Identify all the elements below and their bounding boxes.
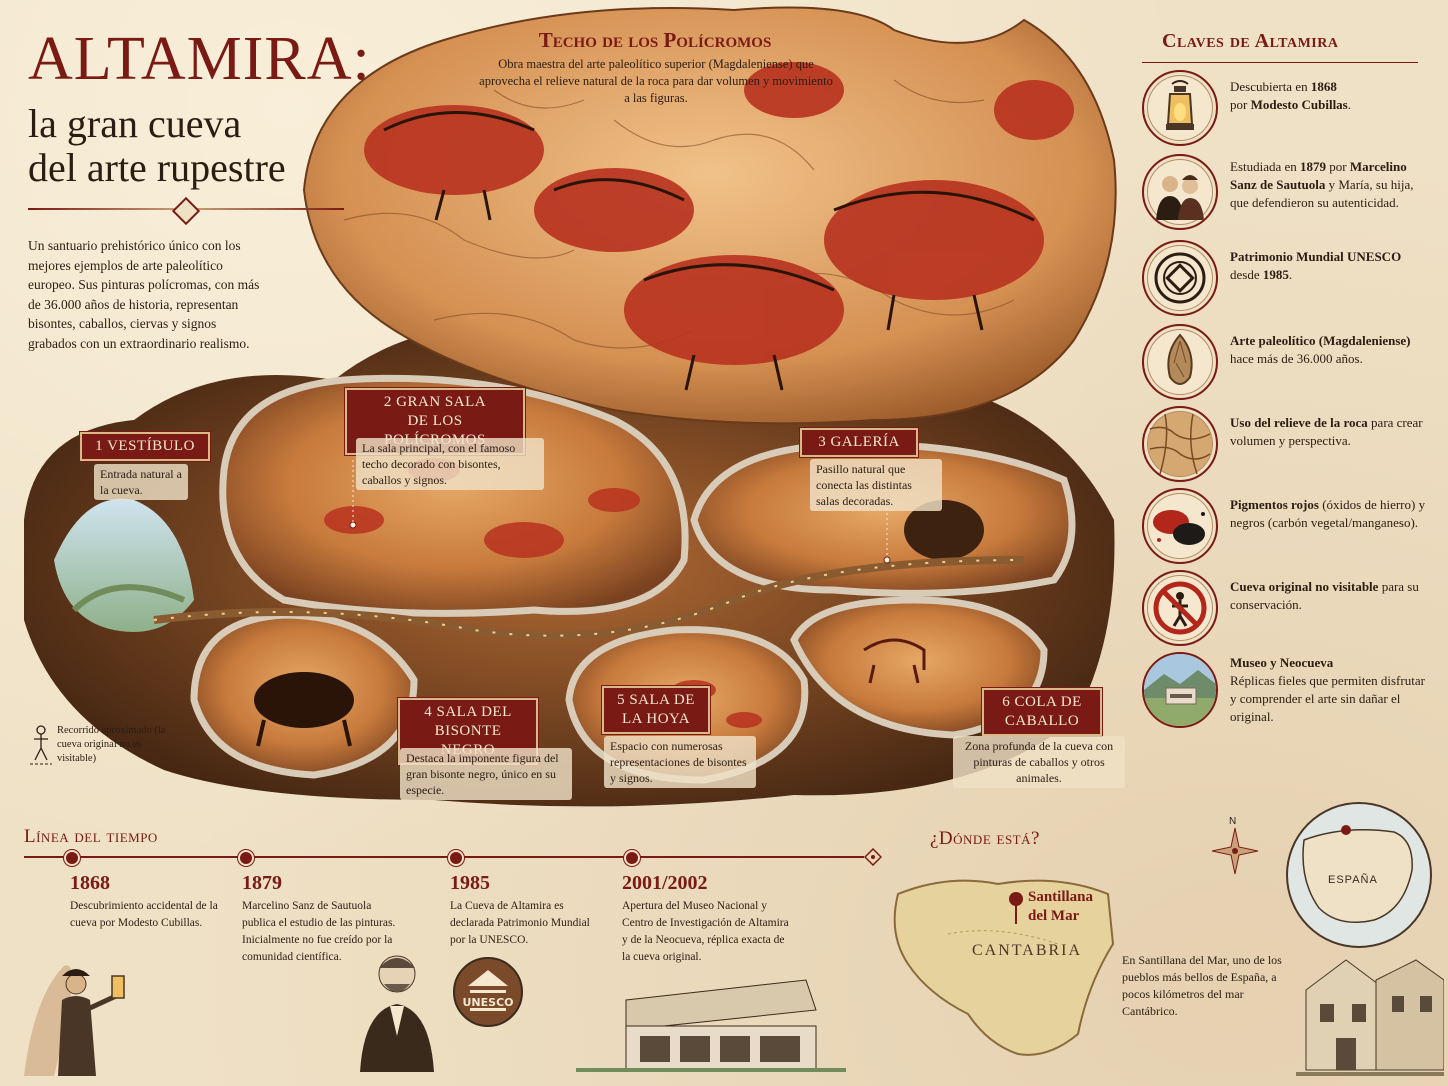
timeline-dot: [64, 850, 80, 866]
clave-item: Patrimonio Mundial UNESCO desde 1985.: [1142, 238, 1432, 316]
stone-tool-icon: [1142, 324, 1218, 400]
room-tag-cola-caballo: 6 COLA DE CABALLO: [981, 687, 1103, 737]
compass-rose-icon: [1211, 827, 1259, 875]
cantabria-map: [893, 879, 1115, 1056]
timeline-end-ornament-icon: [864, 848, 882, 866]
clave-item: Cueva original no visitable para su cons…: [1142, 568, 1432, 646]
timeline-title: Línea del tiempo: [24, 826, 158, 847]
clave-text: Pigmentos rojos (óxidos de hierro) y neg…: [1230, 497, 1426, 530]
portrait-icon: [1142, 154, 1218, 230]
clave-text: Arte paleolítico (Magdaleniense) hace má…: [1230, 333, 1411, 366]
place-label: Santillana del Mar: [1028, 888, 1093, 926]
claves-divider: [1142, 62, 1418, 63]
clave-text: Descubierta en 1868 por Modesto Cubillas…: [1230, 79, 1351, 112]
room-tag-la-hoya: 5 SALA DE LA HOYA: [601, 685, 711, 735]
room-desc-gran-sala: La sala principal, con el famoso techo d…: [356, 438, 544, 490]
clave-text: Estudiada en 1879 por Marcelino Sanz de …: [1230, 159, 1414, 210]
pigments-icon: [1142, 488, 1218, 564]
room-tag-label: 4 SALA DEL: [424, 704, 512, 720]
place-label-line: del Mar: [1028, 908, 1080, 924]
location-title: ¿Dónde está?: [930, 828, 1040, 849]
page-title: ALTAMIRA:: [28, 25, 371, 93]
subtitle-line-2: del arte rupestre: [28, 145, 286, 190]
ceiling-description: Obra maestra del arte paleolítico superi…: [479, 57, 833, 105]
north-label: N: [1229, 816, 1237, 827]
clave-text: Cueva original no visitable para su cons…: [1230, 579, 1419, 612]
route-legend-text: Recorrido aproximado (la cueva original …: [57, 725, 166, 764]
clave-item: Estudiada en 1879 por Marcelino Sanz de …: [1142, 152, 1432, 230]
clave-item: Uso del relieve de la roca para crear vo…: [1142, 404, 1432, 482]
walking-person-icon: [30, 725, 52, 765]
timeline-text: Marcelino Sanz de Sautuola publica el es…: [242, 900, 396, 963]
room-desc-cola-caballo: Zona profunda de la cueva con pinturas d…: [953, 736, 1125, 788]
claves-title: Claves de Altamira: [1162, 30, 1339, 52]
route-legend: Recorrido aproximado (la cueva original …: [30, 724, 165, 771]
region-label: CANTABRIA: [972, 942, 1083, 959]
ceiling-rock: [302, 6, 1117, 425]
room-desc-galeria: Pasillo natural que conecta las distinta…: [810, 459, 942, 511]
museum-building-illustration: [576, 979, 846, 1072]
intro-paragraph: Un santuario prehistórico único con los …: [28, 238, 260, 351]
room-tag-label: 3 GALERÍA: [818, 434, 900, 450]
room-tag-vestibulo: 1 VESTÍBULO: [79, 431, 211, 462]
clave-item: Museo y Neocueva Réplicas fieles que per…: [1142, 650, 1432, 736]
chamber-cola-caballo: [790, 596, 1048, 739]
no-entry-icon: [1142, 570, 1218, 646]
timeline-year: 2001/2002: [622, 872, 708, 894]
timeline-text: La Cueva de Altamira es declarada Patrim…: [450, 900, 590, 946]
timeline-year: 1868: [70, 872, 110, 894]
timeline-axis: [24, 856, 864, 858]
location-description: En Santillana del Mar, uno de los pueblo…: [1122, 953, 1282, 1018]
subtitle-line-1: la gran cueva: [28, 101, 242, 146]
room-tag-label: 6 COLA DE: [1002, 694, 1082, 710]
clave-item: Descubierta en 1868 por Modesto Cubillas…: [1142, 68, 1432, 146]
place-label-line: Santillana: [1028, 889, 1094, 905]
unesco-seal-label: UNESCO: [463, 996, 514, 1009]
room-tag-label: 1 VESTÍBULO: [95, 438, 195, 454]
rock-relief-icon: [1142, 406, 1218, 482]
timeline-dot: [624, 850, 640, 866]
sautuola-portrait: [360, 955, 434, 1072]
room-desc-bisonte-negro: Destaca la imponente figura del gran bis…: [400, 748, 572, 800]
unesco-emblem-icon: [1142, 240, 1218, 316]
timeline-year: 1985: [450, 872, 490, 894]
clave-text: Uso del relieve de la roca para crear vo…: [1230, 415, 1423, 448]
clave-text: Patrimonio Mundial UNESCO desde 1985.: [1230, 249, 1402, 282]
timeline-text: Descubrimiento accidental de la cueva po…: [70, 900, 218, 929]
chamber-gran-sala: [219, 374, 689, 617]
spain-locator-map: [1286, 802, 1432, 948]
ceiling-title: Techo de los Polícromos: [538, 28, 772, 52]
timeline-dot: [238, 850, 254, 866]
timeline-text: Apertura del Museo Nacional y Centro de …: [622, 900, 789, 963]
unesco-seal-icon: UNESCO: [453, 957, 523, 1027]
room-tag-label: 5 SALA DE: [617, 692, 695, 708]
lantern-icon: [1142, 70, 1218, 146]
room-tag-label: 2 GRAN SALA: [383, 394, 487, 410]
country-label: ESPAÑA: [1328, 874, 1378, 886]
museum-photo-icon: [1142, 652, 1218, 728]
page-subtitle: la gran cueva del arte rupestre: [28, 102, 348, 190]
room-tag-galeria: 3 GALERÍA: [799, 427, 919, 458]
explorer-illustration: [24, 965, 125, 1076]
timeline-year: 1879: [242, 872, 282, 894]
room-desc-vestibulo: Entrada natural a la cueva.: [94, 464, 188, 500]
room-tag-label: LA HOYA: [621, 711, 691, 727]
room-desc-la-hoya: Espacio con numerosas representaciones d…: [604, 736, 756, 788]
clave-item: Pigmentos rojos (óxidos de hierro) y neg…: [1142, 486, 1432, 564]
clave-text: Museo y Neocueva Réplicas fieles que per…: [1230, 655, 1425, 724]
timeline-dot: [448, 850, 464, 866]
village-illustration: [1296, 959, 1444, 1076]
clave-item: Arte paleolítico (Magdaleniense) hace má…: [1142, 322, 1432, 400]
room-tag-label: CABALLO: [1004, 713, 1080, 729]
